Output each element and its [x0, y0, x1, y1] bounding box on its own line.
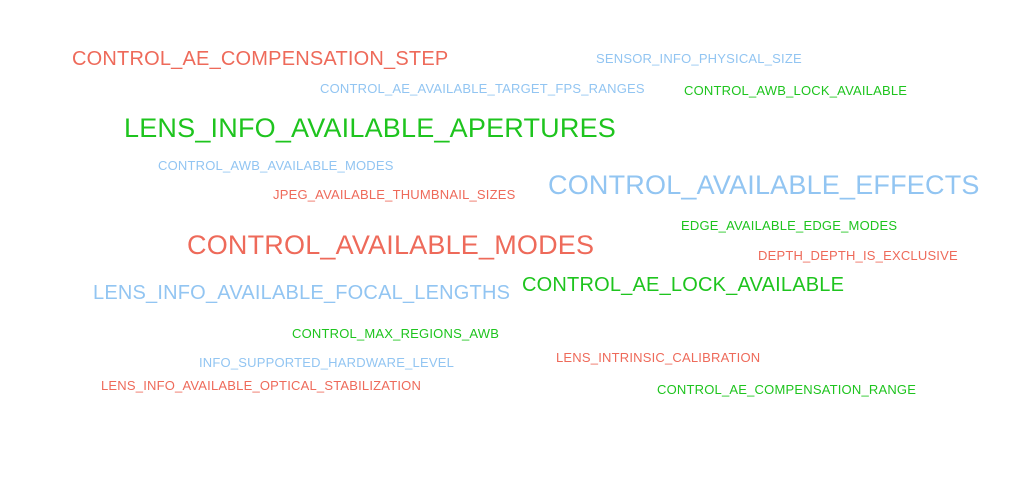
word-jpeg-available-thumbnail-sizes: JPEG_AVAILABLE_THUMBNAIL_SIZES: [273, 187, 516, 202]
word-info-supported-hardware-level: INFO_SUPPORTED_HARDWARE_LEVEL: [199, 355, 455, 370]
word-control-available-effects: CONTROL_AVAILABLE_EFFECTS: [548, 170, 980, 200]
word-control-awb-lock-available: CONTROL_AWB_LOCK_AVAILABLE: [684, 83, 908, 98]
word-control-ae-available-target-fps-ranges: CONTROL_AE_AVAILABLE_TARGET_FPS_RANGES: [320, 81, 645, 96]
word-lens-info-available-apertures: LENS_INFO_AVAILABLE_APERTURES: [124, 113, 616, 143]
word-control-available-modes: CONTROL_AVAILABLE_MODES: [187, 230, 595, 260]
word-depth-depth-is-exclusive: DEPTH_DEPTH_IS_EXCLUSIVE: [758, 248, 958, 263]
word-sensor-info-physical-size: SENSOR_INFO_PHYSICAL_SIZE: [596, 51, 802, 66]
word-edge-available-edge-modes: EDGE_AVAILABLE_EDGE_MODES: [681, 218, 898, 233]
word-control-max-regions-awb: CONTROL_MAX_REGIONS_AWB: [292, 326, 500, 341]
word-lens-intrinsic-calibration: LENS_INTRINSIC_CALIBRATION: [556, 350, 761, 365]
word-lens-info-available-optical-stabilization: LENS_INFO_AVAILABLE_OPTICAL_STABILIZATIO…: [101, 378, 422, 393]
word-control-ae-lock-available: CONTROL_AE_LOCK_AVAILABLE: [522, 274, 845, 296]
word-control-ae-compensation-range: CONTROL_AE_COMPENSATION_RANGE: [657, 382, 917, 397]
word-control-ae-compensation-step: CONTROL_AE_COMPENSATION_STEP: [72, 48, 449, 70]
word-control-awb-available-modes: CONTROL_AWB_AVAILABLE_MODES: [158, 158, 394, 173]
word-lens-info-available-focal-lengths: LENS_INFO_AVAILABLE_FOCAL_LENGTHS: [93, 282, 511, 304]
